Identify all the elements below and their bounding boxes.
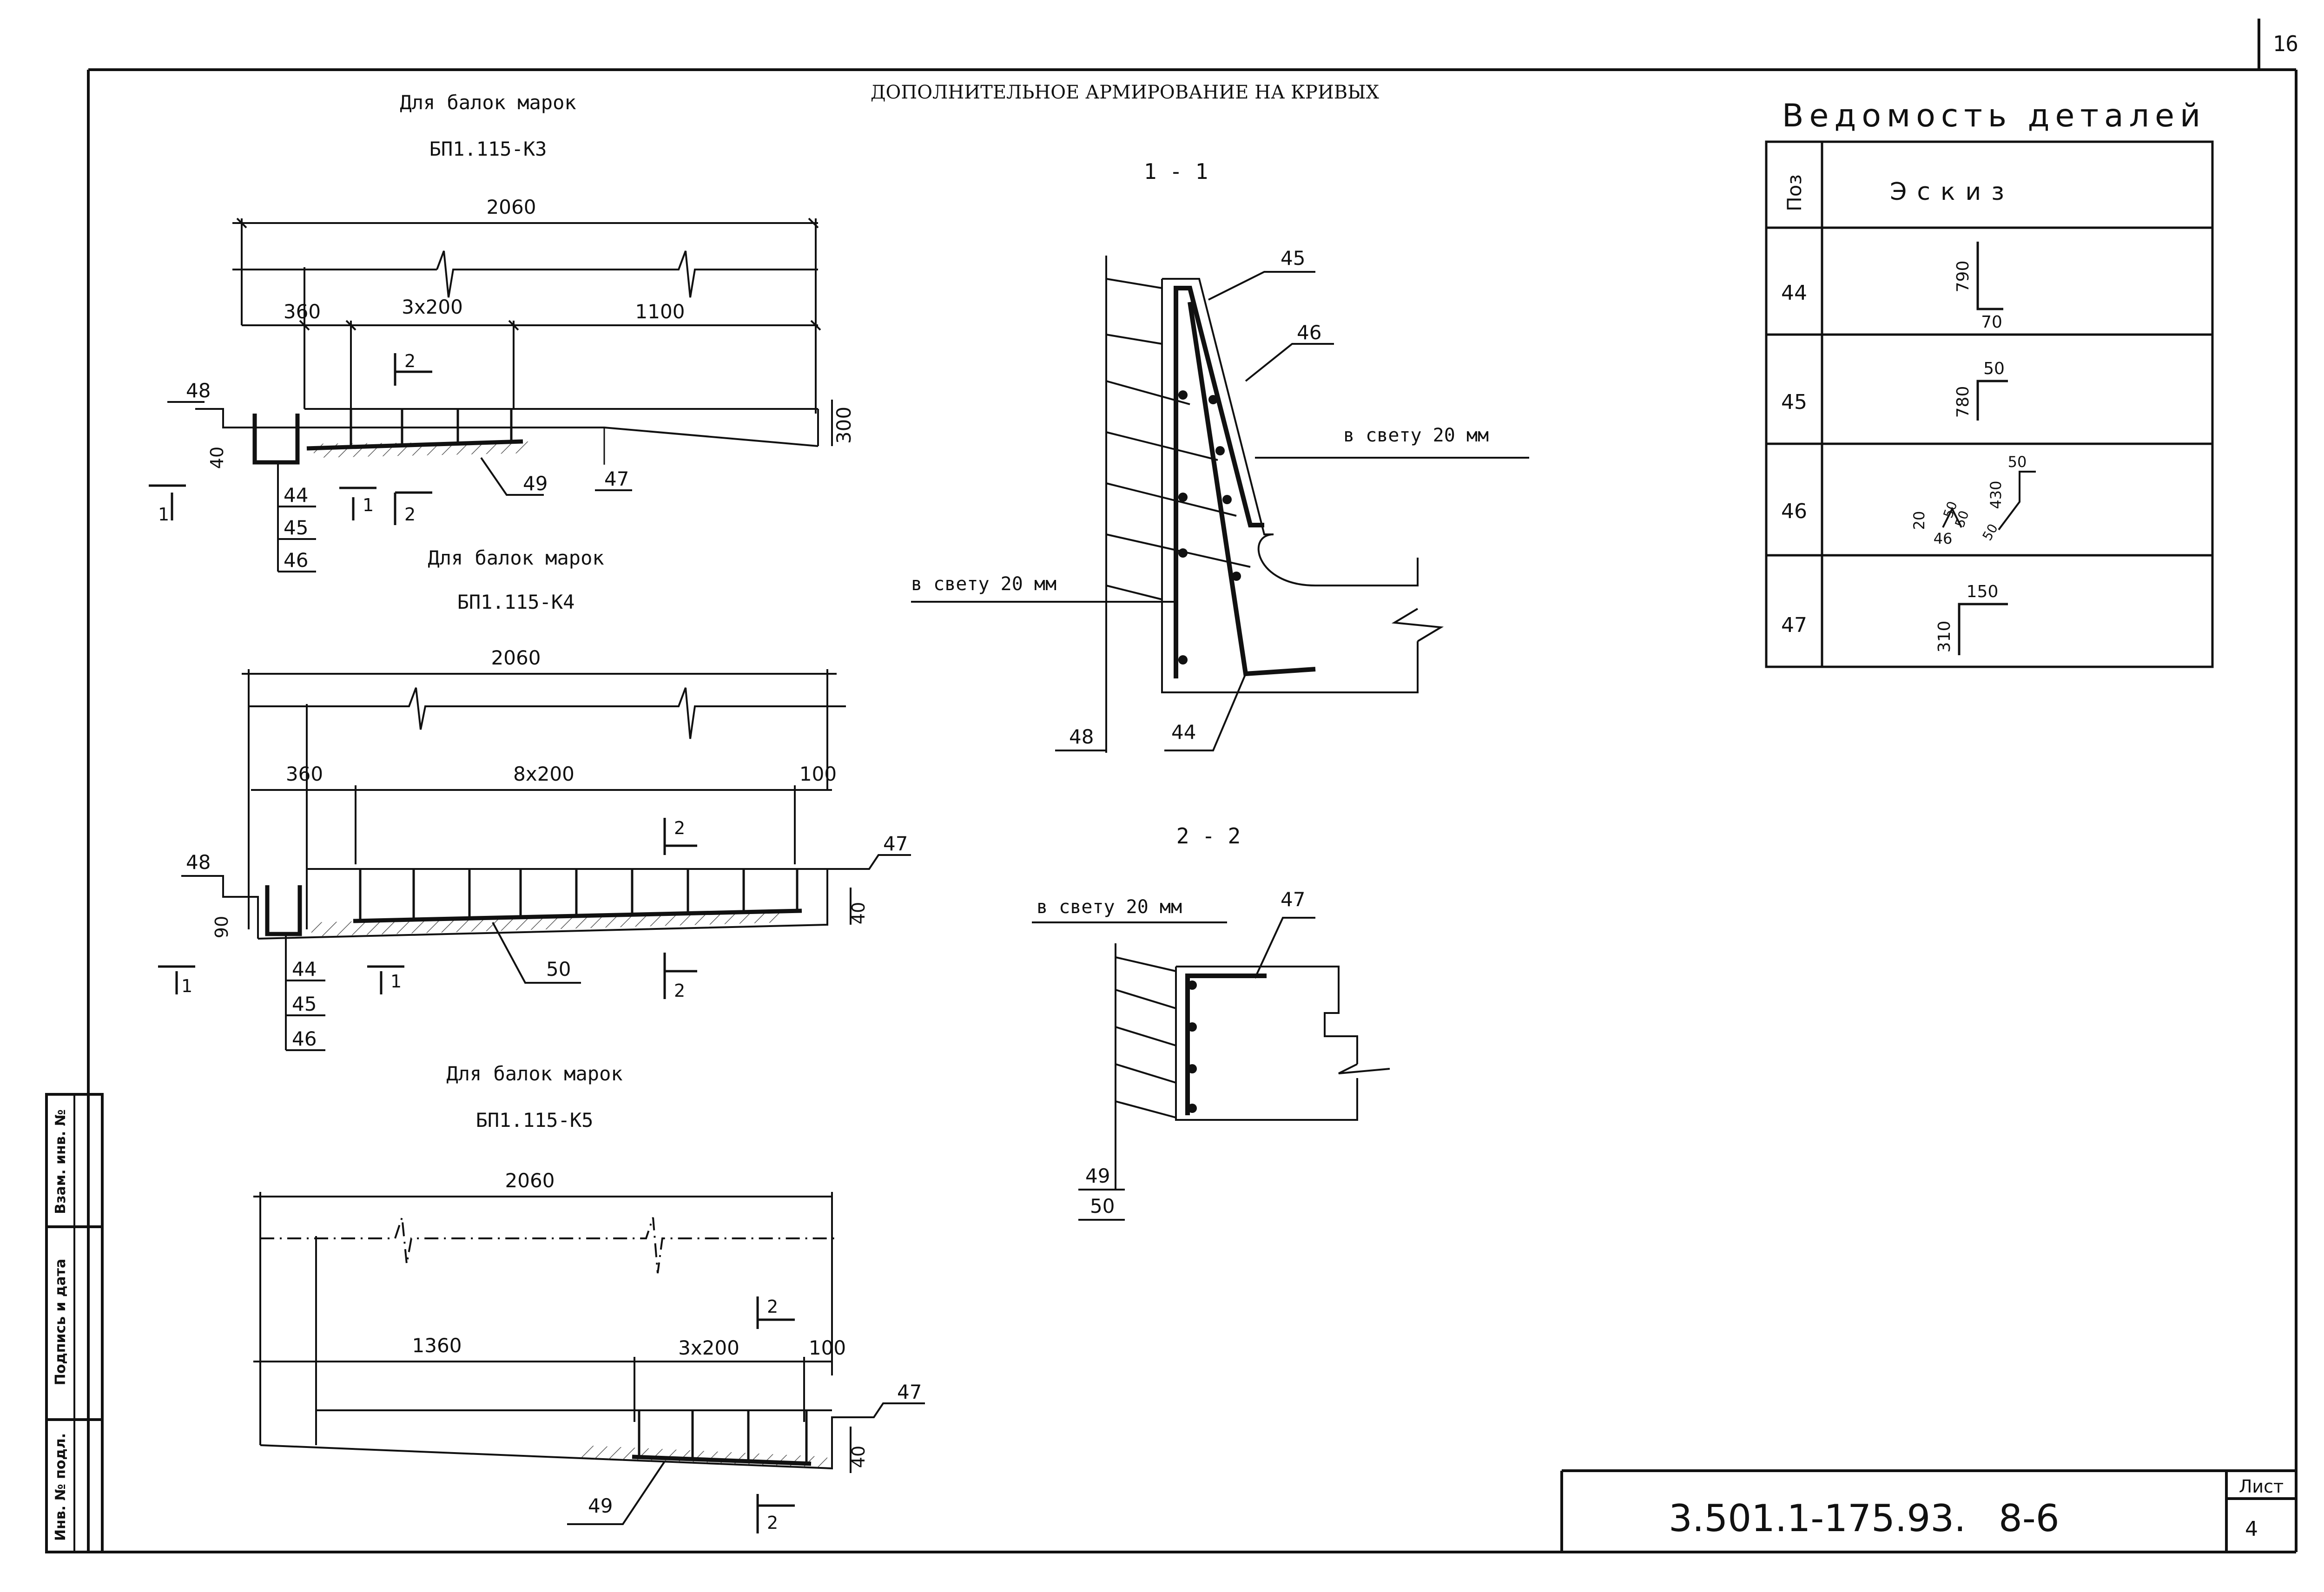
details-row-45-pos: 45 [1781,390,1807,414]
title-block-sheet-number: 4 [2245,1517,2258,1541]
beam-k4-pos-50: 50 [546,958,571,980]
beam-k3-section-1b: 1 [363,495,374,515]
beam-k4-section-1b: 1 [390,971,402,992]
beam-k4-dim-right: 40 [848,902,869,924]
stamp-label-original-inv: Инв. № подл. [53,1433,69,1541]
details-row-45-dim-1: 780 [1954,386,1973,418]
beam-k4-view: Для балок марок БП1.115-К4 [158,546,911,1051]
section-1-1: 1 - 1 45 [911,159,1529,753]
beam-k4-pos-47: 47 [883,832,908,855]
details-row-46-dim-5: 430 [1987,480,2005,509]
section-1-1-pos-45: 45 [1281,247,1305,270]
beam-k5-dim-total: 2060 [505,1169,555,1192]
details-row-46-dim-2: 46 [1934,530,1953,547]
section-1-1-pos-44: 44 [1171,721,1196,743]
section-1-1-pos-48: 48 [1069,725,1094,748]
beam-k3-pos-45: 45 [284,516,308,539]
beam-k3-dim-a: 360 [284,300,321,323]
section-2-2-pos-49: 49 [1085,1164,1110,1187]
details-row-47-pos: 47 [1781,613,1807,637]
beam-k5-dim-b: 3x200 [678,1336,739,1359]
details-row-47-dim-1: 310 [1935,621,1954,653]
beam-k3-pos-49: 49 [523,472,548,495]
beam-k5-section-2a: 2 [767,1296,778,1317]
details-row-47-dim-2: 150 [1967,582,1999,601]
details-row-46-pos: 46 [1781,500,1807,523]
section-1-1-pos-46: 46 [1297,321,1321,344]
beam-k4-pos-44: 44 [292,958,317,980]
beam-k3-pos-44: 44 [284,484,308,507]
beam-k4-pos-46: 46 [292,1027,317,1050]
beam-k4-dim-total: 2060 [491,646,541,669]
beam-k3-caption-line1: Для балок марок [400,91,576,114]
beam-k4-section-1a: 1 [181,976,192,996]
title-block-sheet-label: Лист [2239,1476,2284,1497]
beam-k4-section-2a: 2 [674,818,685,838]
details-row-46-dim-1: 20 [1910,511,1928,530]
beam-k4-section-2b: 2 [674,980,685,1001]
beam-k3-dim-b: 3x200 [402,296,463,318]
beam-k5-caption-line1: Для балок марок [446,1062,622,1085]
page-number: 16 [2273,31,2298,56]
section-2-2-pos-47: 47 [1281,888,1305,911]
sheet-frame [46,19,2298,1553]
details-row-45-dim-2: 50 [1983,359,2005,378]
section-2-2-clear: в свету 20 мм [1037,896,1182,918]
details-col-sketch: Эскиз [1890,178,2014,206]
beam-k5-dim-a: 1360 [412,1334,462,1357]
beam-k5-pos-49: 49 [588,1494,613,1517]
details-table-title: Ведомость деталей [1782,98,2206,134]
section-1-1-clear-left: в свету 20 мм [911,573,1056,595]
title-block-sheet-ref: 8-6 [1999,1497,2060,1540]
details-row-44-dim-2: 70 [1981,313,2002,332]
beam-k3-dim-height: 300 [832,407,855,444]
beam-k3-pos-47: 47 [604,467,629,490]
details-row-44-dim-1: 790 [1954,261,1973,293]
beam-k4-pos-45: 45 [292,993,317,1015]
section-1-1-title: 1 - 1 [1144,159,1208,184]
beam-k3-dim-total: 2060 [487,196,536,218]
main-title: ДОПОЛНИТЕЛЬНОЕ АРМИРОВАНИЕ НА КРИВЫХ [871,82,1379,103]
beam-k5-dim-right: 40 [848,1446,869,1468]
details-table: Ведомость деталей Поз Эскиз 44 790 70 45… [1765,98,2214,668]
beam-k5-caption-line2: БП1.115-К5 [476,1109,594,1132]
beam-k4-dim-left: 90 [211,916,232,938]
details-row-46-dim-7: 50 [1980,521,2001,543]
beam-k3-view: Для балок марок БП1.115-К3 [149,91,855,572]
side-stamp: Взам. инв. № Подпись и дата Инв. № подл. [45,1093,104,1553]
section-2-2-title: 2 - 2 [1176,823,1241,849]
section-1-1-clear-right: в свету 20 мм [1343,425,1489,446]
details-row-46-dim-6: 50 [2008,453,2027,471]
section-2-2-pos-50: 50 [1090,1195,1115,1217]
details-row-44-pos: 44 [1781,281,1807,305]
title-block: 3.501.1-175.93. 8-6 Лист 4 [1560,1469,2296,1552]
beam-k5-section-2b: 2 [767,1513,778,1533]
details-col-pos: Поз [1783,174,1806,211]
beam-k3-section-1a: 1 [158,504,169,525]
beam-k3-pos-48: 48 [186,379,211,402]
beam-k4-dim-c: 100 [799,763,837,785]
stamp-label-signature-date: Подпись и дата [53,1259,69,1385]
beam-k5-pos-47: 47 [897,1381,922,1403]
beam-k3-caption-line2: БП1.115-К3 [429,138,547,160]
beam-k5-dim-c: 100 [809,1336,846,1359]
beam-k3-section-2a: 2 [404,351,416,371]
beam-k3-dim-small: 40 [207,447,227,469]
section-2-2: 2 - 2 в свету 20 мм 47 49 50 [1032,823,1390,1221]
beam-k4-caption-line1: Для балок марок [428,546,604,569]
beam-k4-pos-48: 48 [186,851,211,874]
beam-k4-caption-line2: БП1.115-К4 [457,591,575,613]
beam-k4-dim-b: 8x200 [513,763,574,785]
beam-k3-pos-46: 46 [284,549,308,572]
beam-k4-dim-a: 360 [286,763,323,785]
beam-k5-view: Для балок марок БП1.115-К5 2060 1360 3x2… [253,1062,925,1533]
beam-k3-dim-c: 1100 [635,300,685,323]
beam-k3-section-2b: 2 [404,504,416,525]
title-block-code: 3.501.1-175.93. [1669,1497,1966,1540]
stamp-label-replaced-inv: Взам. инв. № [53,1109,69,1214]
